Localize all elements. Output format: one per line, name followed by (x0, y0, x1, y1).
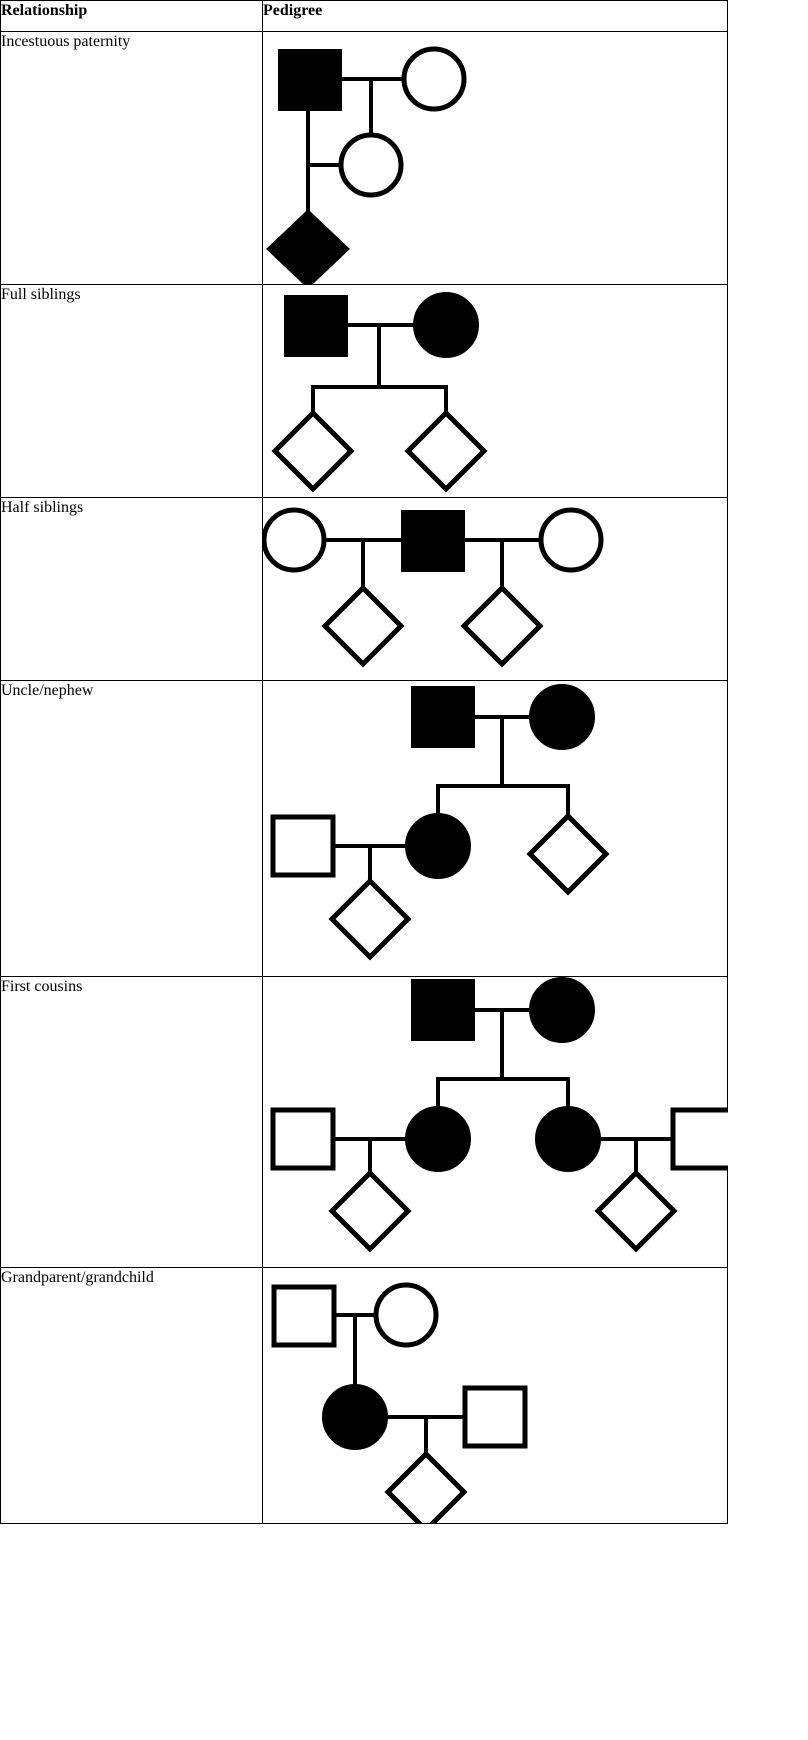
symbol-circle-open-mother-1 (263, 507, 327, 573)
table-row: Uncle/nephew (0, 680, 728, 977)
row-label-first-cousins: First cousins (0, 976, 263, 1268)
pedigree-incestuous-paternity (266, 46, 467, 284)
symbol-square-open-father-2 (670, 1107, 728, 1171)
diagram-wrap (263, 681, 728, 976)
table-row: Grandparent/grandchild (0, 1267, 728, 1524)
symbol-circle-filled-mother (405, 813, 471, 879)
symbol-circle-open-mother-2 (538, 507, 604, 573)
symbol-square-open-father (462, 1385, 528, 1449)
symbol-diamond-open-cousin-1 (328, 1169, 412, 1253)
symbol-square-open-father-1 (270, 1107, 336, 1171)
symbol-circle-open-mother (401, 46, 467, 112)
pedigree-cell-first-cousins (262, 976, 728, 1268)
symbol-square-filled-shared-father (401, 510, 465, 572)
relationship-label: Half siblings (1, 499, 84, 516)
pedigree-half-siblings (263, 507, 604, 668)
symbol-diamond-filled-child (266, 209, 350, 284)
relationship-label: Incestuous paternity (1, 33, 131, 50)
relationship-label: First cousins (1, 978, 83, 995)
symbol-diamond-open-sibling-1 (271, 409, 355, 493)
relationship-pedigree-table: Relationship Pedigree Incestuous paterni… (0, 0, 728, 1524)
relationship-label: Uncle/nephew (1, 682, 94, 699)
pedigree-cell-full-siblings (262, 284, 728, 498)
diagram-wrap (263, 498, 728, 680)
symbol-square-filled-grandfather (411, 686, 475, 748)
symbol-square-open-grandfather (271, 1284, 337, 1348)
diagram-wrap (263, 977, 728, 1267)
symbol-square-filled-father (284, 295, 348, 357)
table-row: Half siblings (0, 497, 728, 681)
pedigree-cell-incestuous-paternity (262, 31, 728, 285)
pedigree-first-cousins (270, 977, 728, 1253)
relationship-label: Full siblings (1, 286, 81, 303)
symbol-circle-filled-grandmother (529, 977, 595, 1043)
symbol-circle-filled-mother (322, 1384, 388, 1450)
header-relationship: Relationship (0, 0, 263, 32)
pedigree-cell-grandparent-grandchild (262, 1267, 728, 1524)
header-pedigree: Pedigree (262, 0, 728, 32)
table-header-row: Relationship Pedigree (0, 0, 728, 32)
symbol-diamond-open-uncle (526, 812, 610, 896)
symbol-circle-open-grandmother (373, 1282, 439, 1348)
symbol-circle-filled-mother-2 (535, 1106, 601, 1172)
symbol-circle-filled-mother (413, 292, 479, 358)
row-label-full-siblings: Full siblings (0, 284, 263, 498)
pedigree-grandparent-grandchild (271, 1282, 528, 1523)
row-label-grandparent-grandchild: Grandparent/grandchild (0, 1267, 263, 1524)
table-row: First cousins (0, 976, 728, 1268)
pedigree-uncle-nephew (270, 684, 610, 961)
symbol-circle-filled-grandmother (529, 684, 595, 750)
symbol-diamond-open-grandchild (384, 1450, 468, 1523)
diagram-wrap (263, 285, 728, 497)
row-label-half-siblings: Half siblings (0, 497, 263, 681)
symbol-diamond-open-half-sibling-2 (460, 584, 544, 668)
table-row: Incestuous paternity (0, 31, 728, 285)
symbol-diamond-open-nephew (328, 877, 412, 961)
symbol-diamond-open-half-sibling-1 (321, 584, 405, 668)
pedigree-cell-uncle-nephew (262, 680, 728, 977)
pedigree-cell-half-siblings (262, 497, 728, 681)
diagram-wrap (263, 32, 728, 284)
symbol-square-filled-father (278, 49, 342, 111)
symbol-diamond-open-cousin-2 (594, 1169, 678, 1253)
symbol-circle-filled-mother-1 (405, 1106, 471, 1172)
symbol-square-filled-grandfather (411, 979, 475, 1041)
row-label-incestuous-paternity: Incestuous paternity (0, 31, 263, 285)
row-label-uncle-nephew: Uncle/nephew (0, 680, 263, 977)
symbol-circle-open-daughter (338, 132, 404, 198)
symbol-square-open-father (270, 814, 336, 878)
table-row: Full siblings (0, 284, 728, 498)
relationship-label: Grandparent/grandchild (1, 1269, 154, 1286)
pedigree-full-siblings (271, 292, 488, 493)
diagram-wrap (263, 1268, 728, 1523)
symbol-diamond-open-sibling-2 (404, 409, 488, 493)
